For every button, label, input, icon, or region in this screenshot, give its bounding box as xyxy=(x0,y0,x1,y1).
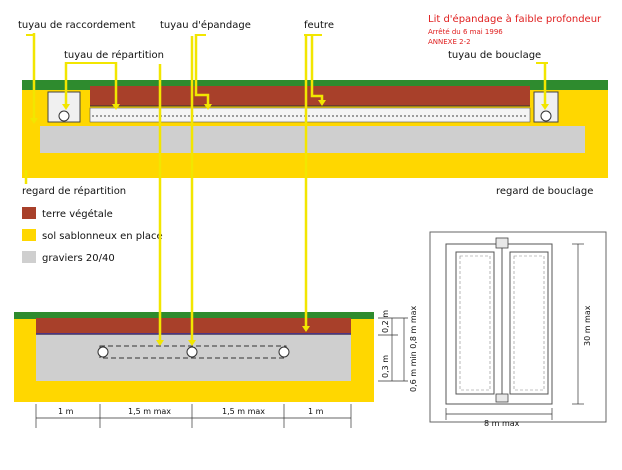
dim-width-3: 1,5 m max xyxy=(222,407,265,416)
dim-plan-length: 30 m max xyxy=(583,305,592,346)
label-tuyau-bouclage: tuyau de bouclage xyxy=(448,50,541,61)
dim-plan-width: 8 m max xyxy=(484,419,520,428)
dim-depth-total: 0,6 m min 0,8 m max xyxy=(409,305,418,392)
plan-pipe-left xyxy=(459,255,491,391)
label-tuyau-epandage: tuyau d'épandage xyxy=(160,19,251,31)
dim-width-1: 1 m xyxy=(58,407,74,416)
legend-swatch-gravel xyxy=(22,251,36,263)
plan-trench-left xyxy=(455,251,495,395)
plan-pipe-right xyxy=(513,255,545,391)
grass-strip xyxy=(22,80,608,90)
loop-pipe-end xyxy=(540,110,552,122)
arrow-cap xyxy=(196,34,206,36)
dim-width-2: 1,5 m max xyxy=(128,407,171,416)
legend-label-sand: sol sablonneux en place xyxy=(42,231,163,242)
legend: terre végétale sol sablonneux en place g… xyxy=(22,207,163,264)
depth-dimension-lines xyxy=(378,317,408,382)
label-arrows-top xyxy=(24,33,547,184)
label-feutre: feutre xyxy=(304,20,334,31)
dim-width-4: 1 m xyxy=(308,407,324,416)
label-regard-bouclage: regard de bouclage xyxy=(496,186,593,197)
section-grass xyxy=(14,312,374,319)
label-arrows-long xyxy=(158,36,308,340)
label-regard-repartition: regard de répartition xyxy=(22,185,126,197)
plan-outline xyxy=(445,243,553,405)
plan-distribution-box xyxy=(495,237,509,249)
section-pipe-left xyxy=(97,346,109,358)
arrow-cap xyxy=(66,62,116,64)
plan-view: 30 m max 8 m max xyxy=(429,231,607,428)
gravel-bed xyxy=(89,107,531,123)
legend-swatch-sand xyxy=(22,229,36,241)
legend-swatch-topsoil xyxy=(22,207,36,219)
label-tuyau-raccordement: tuyau de raccordement xyxy=(18,20,136,31)
legend-label-gravel: graviers 20/40 xyxy=(42,253,115,264)
arrow-cap xyxy=(304,34,322,36)
topsoil-layer xyxy=(90,86,530,106)
arrowheads-long xyxy=(156,326,310,346)
label-tuyau-repartition: tuyau de répartition xyxy=(64,49,164,61)
section-pipe-center xyxy=(186,346,198,358)
gravel-layer xyxy=(40,126,585,153)
arrow-cap xyxy=(26,34,34,36)
width-dimension-lines xyxy=(35,404,352,428)
section-topsoil xyxy=(36,318,351,334)
longitudinal-section xyxy=(22,33,608,184)
plan-loop-box xyxy=(495,393,509,403)
transverse-section: 1 m 1,5 m max 1,5 m max 1 m 0,2 m 0,3 m … xyxy=(14,36,418,428)
dim-depth-top: 0,2 m xyxy=(381,310,390,333)
arrow-cap xyxy=(536,62,548,64)
diagram-annex: ANNEXE 2-2 xyxy=(428,38,471,46)
plan-trench-right xyxy=(509,251,549,395)
distribution-pipe-end xyxy=(58,110,70,122)
section-pipe-right xyxy=(278,346,290,358)
diagram-title: Lit d'épandage à faible profondeur xyxy=(428,13,602,25)
arrowheads-top xyxy=(30,100,549,124)
plan-dimension-lines xyxy=(445,243,584,420)
dim-depth-bottom: 0,3 m xyxy=(381,355,390,378)
legend-label-topsoil: terre végétale xyxy=(42,208,113,220)
diagram-subtitle: Arrêté du 6 mai 1996 xyxy=(428,28,503,36)
